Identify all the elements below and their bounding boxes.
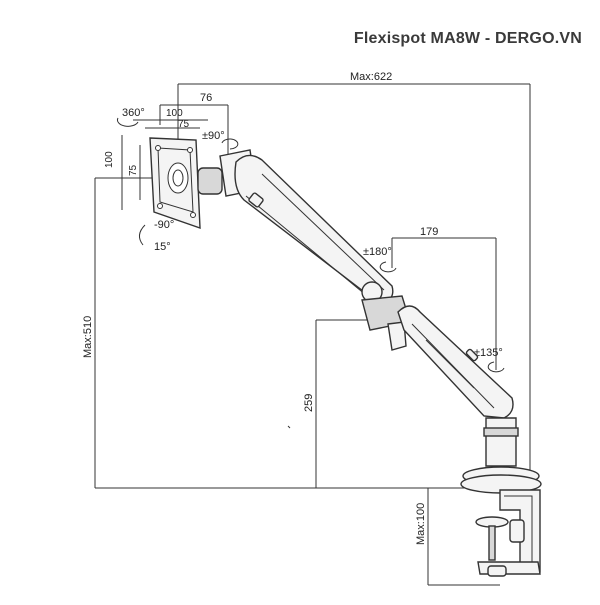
pole-259-label: 259 (303, 394, 315, 412)
max-width-label: Max:622 (350, 71, 392, 83)
tilt-neg90-label: -90° (154, 219, 174, 231)
swivel-180-label: ±180° (363, 246, 392, 258)
vesa-100-side-label: 100 (104, 151, 115, 168)
desk-clamp (475, 489, 541, 577)
forearm-179-label: 179 (420, 226, 438, 238)
tilt-90-label: ±90° (202, 130, 225, 142)
rotate-360-arrow-icon (116, 117, 139, 127)
upper-arm (234, 154, 394, 305)
swivel-180-arrow-icon (379, 261, 397, 273)
diagram-title: Flexispot MA8W - DERGO.VN (353, 30, 582, 47)
clamp-100-label: Max:100 (415, 503, 427, 545)
tilt-15-label: 15° (154, 241, 171, 253)
tilt-90-arrow-icon (221, 138, 239, 150)
offset-76-label: 76 (200, 92, 212, 104)
height-510-label: Max:510 (82, 316, 94, 358)
dimension-lines (94, 83, 531, 586)
vesa-plate (149, 137, 201, 230)
vesa-75-side-label: 75 (128, 164, 139, 176)
swivel-135-arrow-icon (487, 361, 505, 373)
rotation-labels: 360° ±90° -90° 15° ±180° ±135° (116, 107, 505, 373)
pole-base (460, 417, 542, 494)
vesa-75-top-label: 75 (178, 119, 190, 130)
tilt-arrow-icon (139, 224, 146, 246)
dimension-labels: Max:622 76 100 75 100 75 Max:510 179 259… (82, 71, 438, 545)
vesa-100-top-label: 100 (166, 108, 183, 119)
swivel-135-label: ±135° (474, 347, 503, 359)
rotate-360-label: 360° (122, 107, 145, 119)
